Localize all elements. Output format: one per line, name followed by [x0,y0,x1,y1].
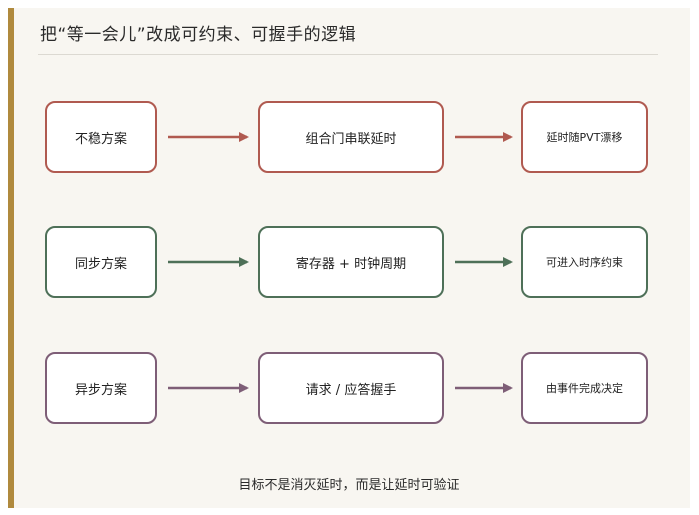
node-unstable-scheme: 不稳方案 [45,101,157,173]
accent-bar [8,8,14,508]
node-pvt-drift: 延时随PVT漂移 [521,101,648,173]
node-timing-constraint: 可进入时序约束 [521,226,648,298]
footer-note: 目标不是消灭延时，而是让延时可验证 [238,478,460,493]
node-handshake: 请求 / 应答握手 [258,352,444,424]
slide: 把“等一会儿”改成可约束、可握手的逻辑 不稳方案 组合门串联延时 延时随PVT漂… [8,8,690,508]
arrow-layer [168,132,513,393]
node-gate-chain-delay: 组合门串联延时 [258,101,444,173]
node-async-scheme: 异步方案 [45,352,157,424]
page-title: 把“等一会儿”改成可约束、可握手的逻辑 [40,25,357,45]
title-divider [38,54,658,55]
node-register-clock: 寄存器 + 时钟周期 [258,226,444,298]
node-event-completion: 由事件完成决定 [521,352,648,424]
node-sync-scheme: 同步方案 [45,226,157,298]
